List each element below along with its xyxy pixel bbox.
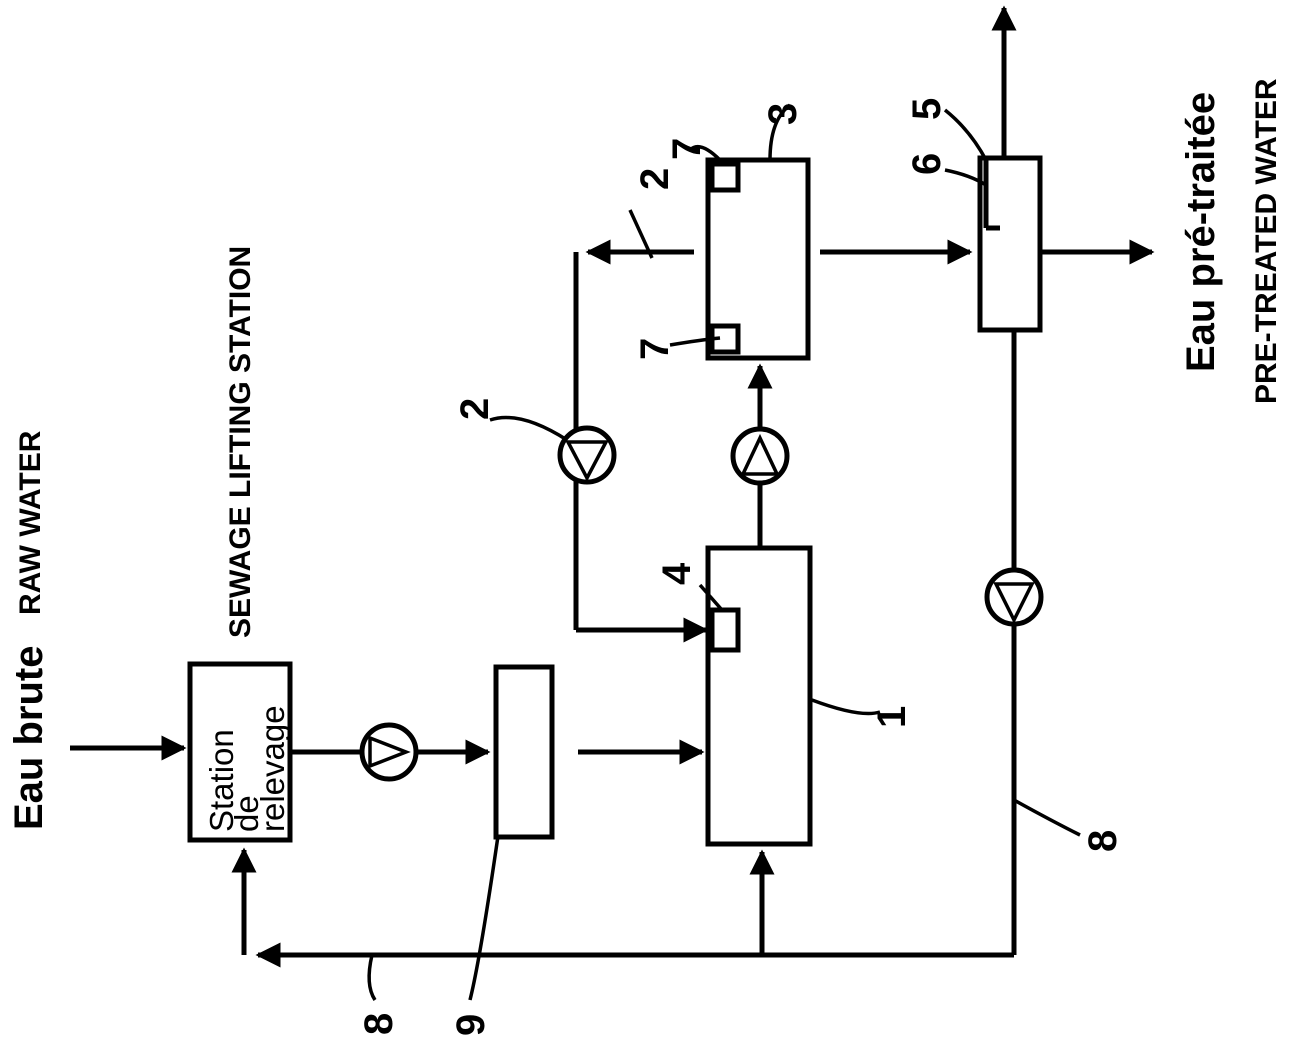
svg-text:3: 3 [761, 103, 805, 125]
ref-9: 9 [449, 835, 500, 1036]
raw-water-label-en: RAW WATER [14, 430, 47, 615]
unit-5-box [977, 155, 1043, 333]
ref-3: 3 [761, 103, 805, 161]
ref-7-bottom: 7 [633, 336, 721, 360]
svg-text:5: 5 [905, 98, 949, 120]
pretreated-water-label-en: PRE-TREATED WATER [1250, 78, 1283, 404]
pretreated-water-label-fr: Eau pré-traitée [1179, 92, 1223, 372]
pump-icon-lift [359, 722, 419, 782]
ref-1: 1 [811, 698, 914, 728]
element-4-box [709, 607, 741, 653]
svg-text:6: 6 [905, 153, 949, 175]
lifting-station-label-en: SEWAGE LIFTING STATION [224, 246, 257, 638]
ref-2-line: 2 [628, 168, 677, 259]
pump-icon-return [984, 567, 1044, 627]
svg-text:8: 8 [357, 1013, 401, 1035]
pump-icon-transfer [730, 426, 790, 486]
svg-text:2: 2 [633, 168, 677, 190]
lifting-station-text-3: relevage [254, 705, 291, 832]
ref-6: 6 [905, 153, 987, 187]
unit-9-box [493, 664, 555, 840]
lifting-station-text-1: Station [203, 729, 240, 832]
pump-icon-recirculation [557, 425, 617, 485]
svg-text:4: 4 [655, 562, 699, 585]
element-7-top-box [709, 161, 741, 193]
ref-2-pump: 2 [453, 398, 568, 442]
ref-8-right: 8 [1013, 798, 1125, 852]
svg-text:9: 9 [449, 1014, 493, 1036]
raw-water-label-fr: Eau brute [7, 646, 51, 830]
svg-text:2: 2 [453, 398, 497, 420]
svg-text:7: 7 [633, 338, 677, 360]
svg-text:1: 1 [870, 706, 914, 728]
ref-5: 5 [905, 98, 988, 161]
ref-7-top: 7 [665, 138, 722, 162]
ref-8-left: 8 [357, 954, 401, 1035]
lifting-station-text-2: de [228, 795, 265, 832]
ref-4: 4 [655, 562, 724, 612]
svg-text:8: 8 [1081, 830, 1125, 852]
tank-1-box [705, 545, 813, 847]
svg-text:7: 7 [665, 138, 709, 160]
